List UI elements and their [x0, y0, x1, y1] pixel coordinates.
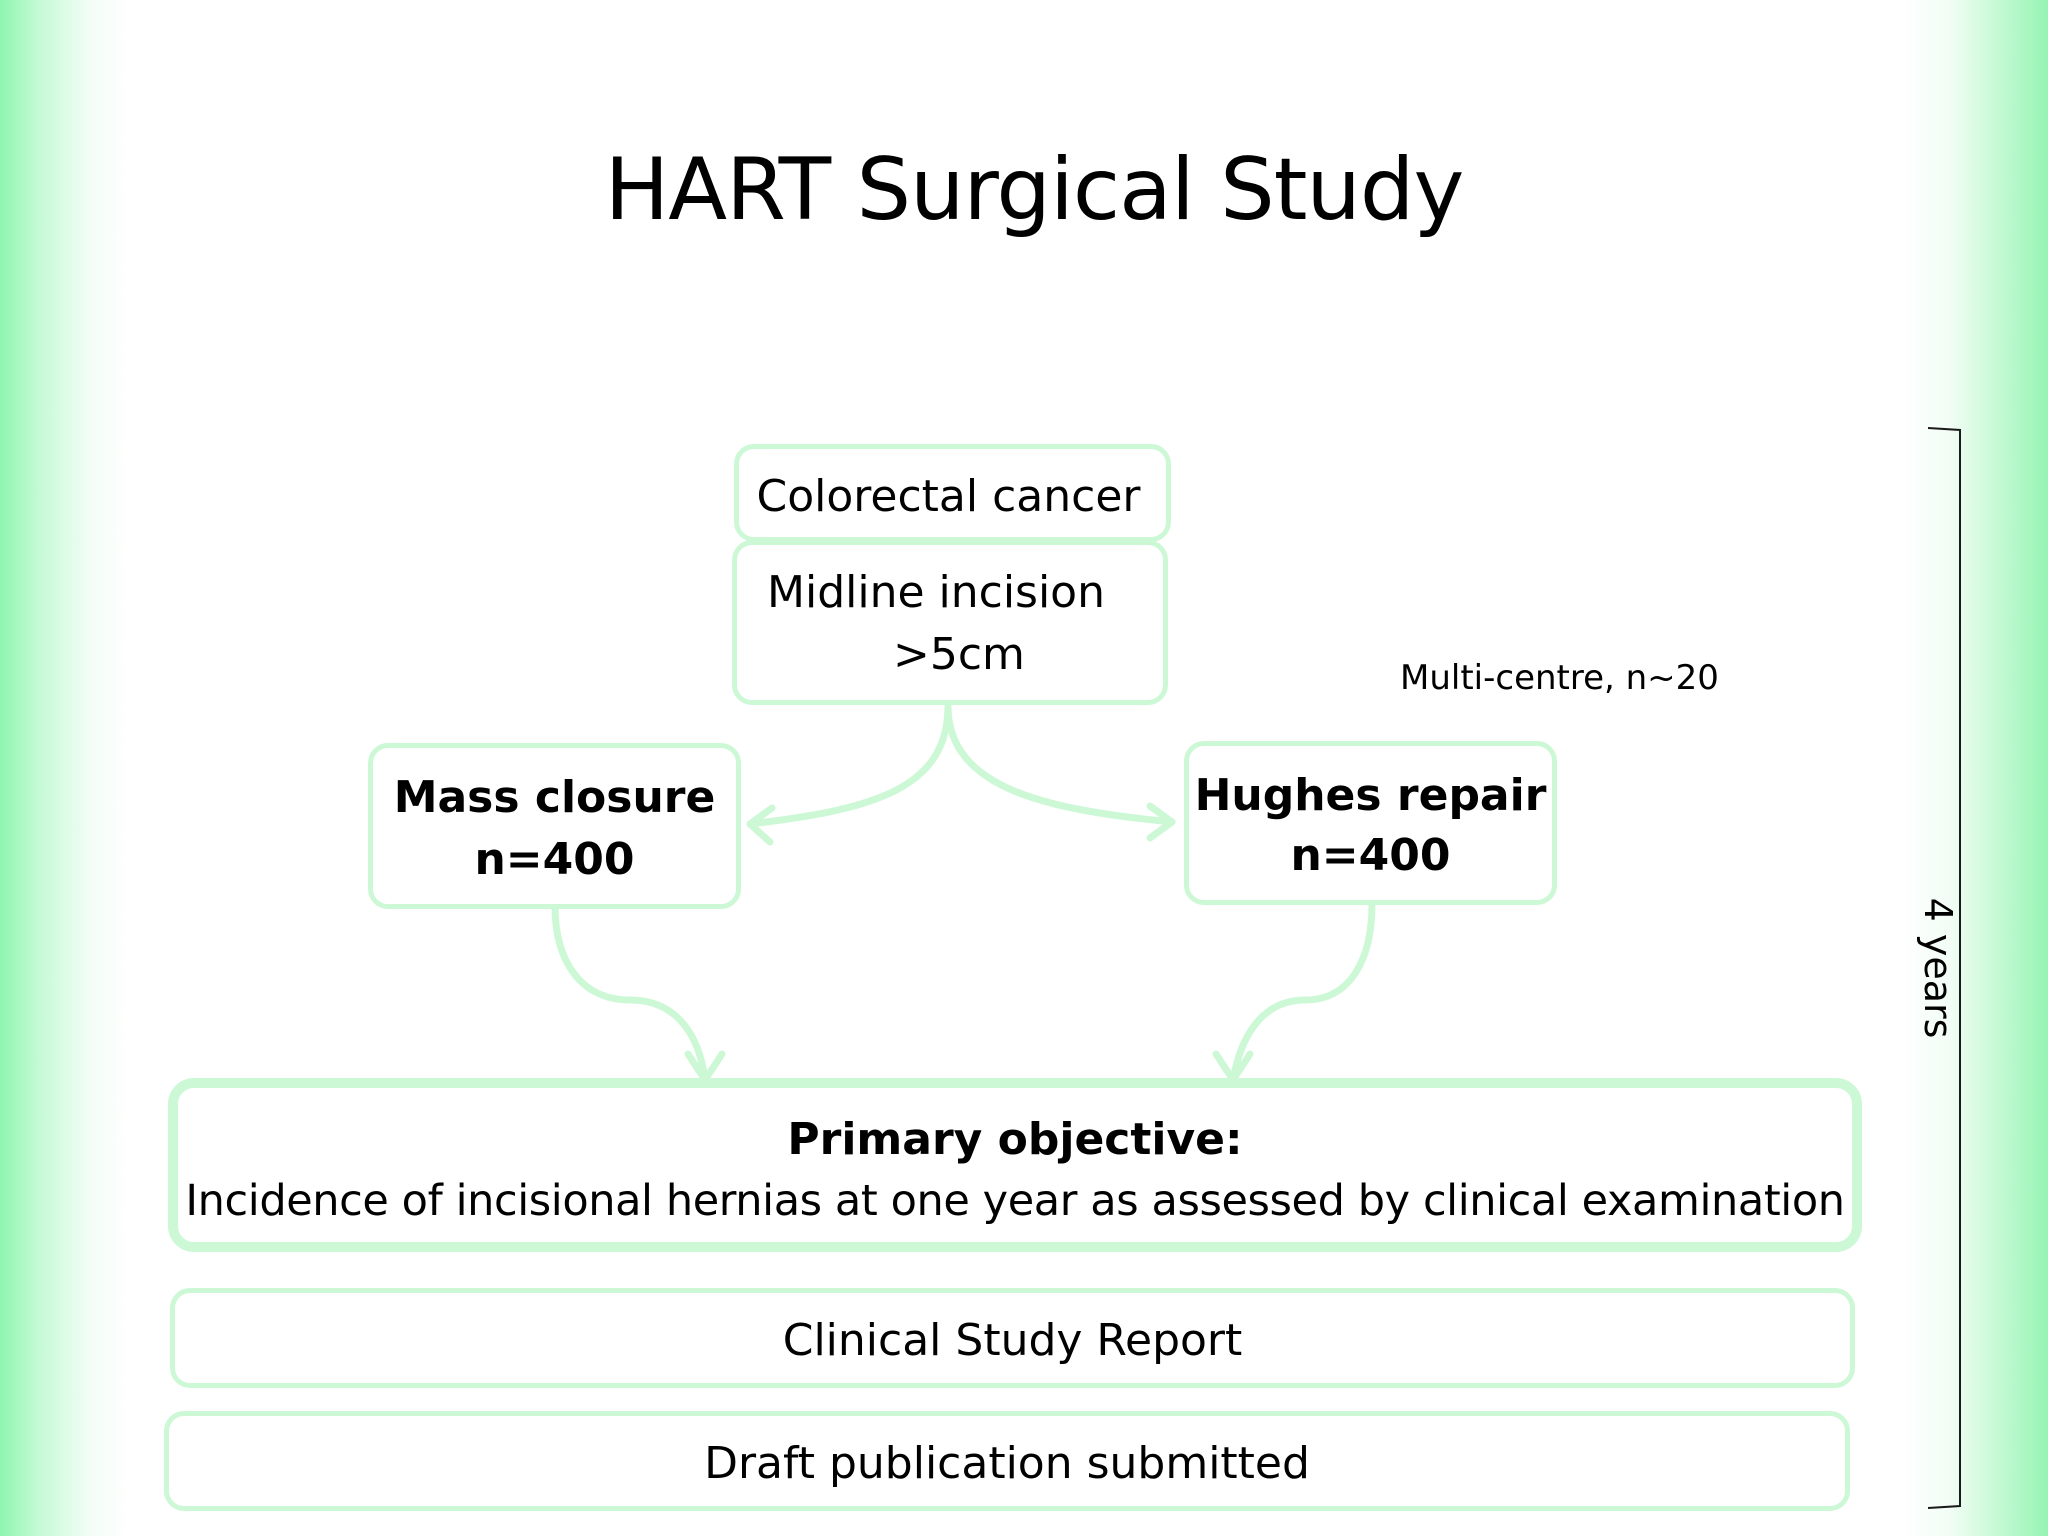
- slide-title: HART Surgical Study: [604, 140, 1465, 240]
- node-clinical-study-report: Clinical Study Report: [170, 1288, 1855, 1388]
- node-mass-closure-line1: Mass closure: [393, 772, 716, 823]
- arrowhead-mass: [746, 804, 776, 846]
- connector-mass-to-primary: [551, 902, 709, 1084]
- node-colorectal-cancer-label: Colorectal cancer: [756, 471, 1141, 522]
- duration-label-text: 4 years: [1916, 897, 1960, 1039]
- node-midline-incision-line1: Midline incision: [767, 567, 1105, 618]
- duration-bracket: [1927, 427, 1961, 1509]
- connector-hughes-to-primary: [1229, 900, 1376, 1084]
- node-mass-closure: Mass closure n=400: [368, 743, 741, 909]
- node-primary-objective: Primary objective: Incidence of incision…: [168, 1078, 1862, 1252]
- primary-objective-heading: Primary objective:: [787, 1114, 1243, 1165]
- connector-midline-to-mass: [746, 702, 952, 828]
- draft-publication-label: Draft publication submitted: [704, 1438, 1310, 1489]
- multi-centre-note: Multi-centre, n~20: [1400, 658, 1719, 698]
- node-midline-incision: Midline incision >5cm: [732, 540, 1168, 705]
- connector-midline-to-hughes: [944, 702, 1176, 826]
- node-midline-incision-line2: >5cm: [893, 629, 1025, 680]
- node-hughes-repair: Hughes repair n=400: [1184, 741, 1557, 905]
- arrowhead-hughes: [1146, 802, 1176, 842]
- node-mass-closure-line2: n=400: [474, 834, 635, 885]
- clinical-study-report-label: Clinical Study Report: [782, 1315, 1243, 1366]
- node-hughes-repair-line1: Hughes repair: [1194, 770, 1547, 821]
- node-colorectal-cancer: Colorectal cancer: [734, 444, 1171, 542]
- primary-objective-text: Incidence of incisional hernias at one y…: [185, 1176, 1845, 1226]
- node-hughes-repair-line2: n=400: [1290, 830, 1451, 881]
- node-draft-publication: Draft publication submitted: [164, 1411, 1850, 1511]
